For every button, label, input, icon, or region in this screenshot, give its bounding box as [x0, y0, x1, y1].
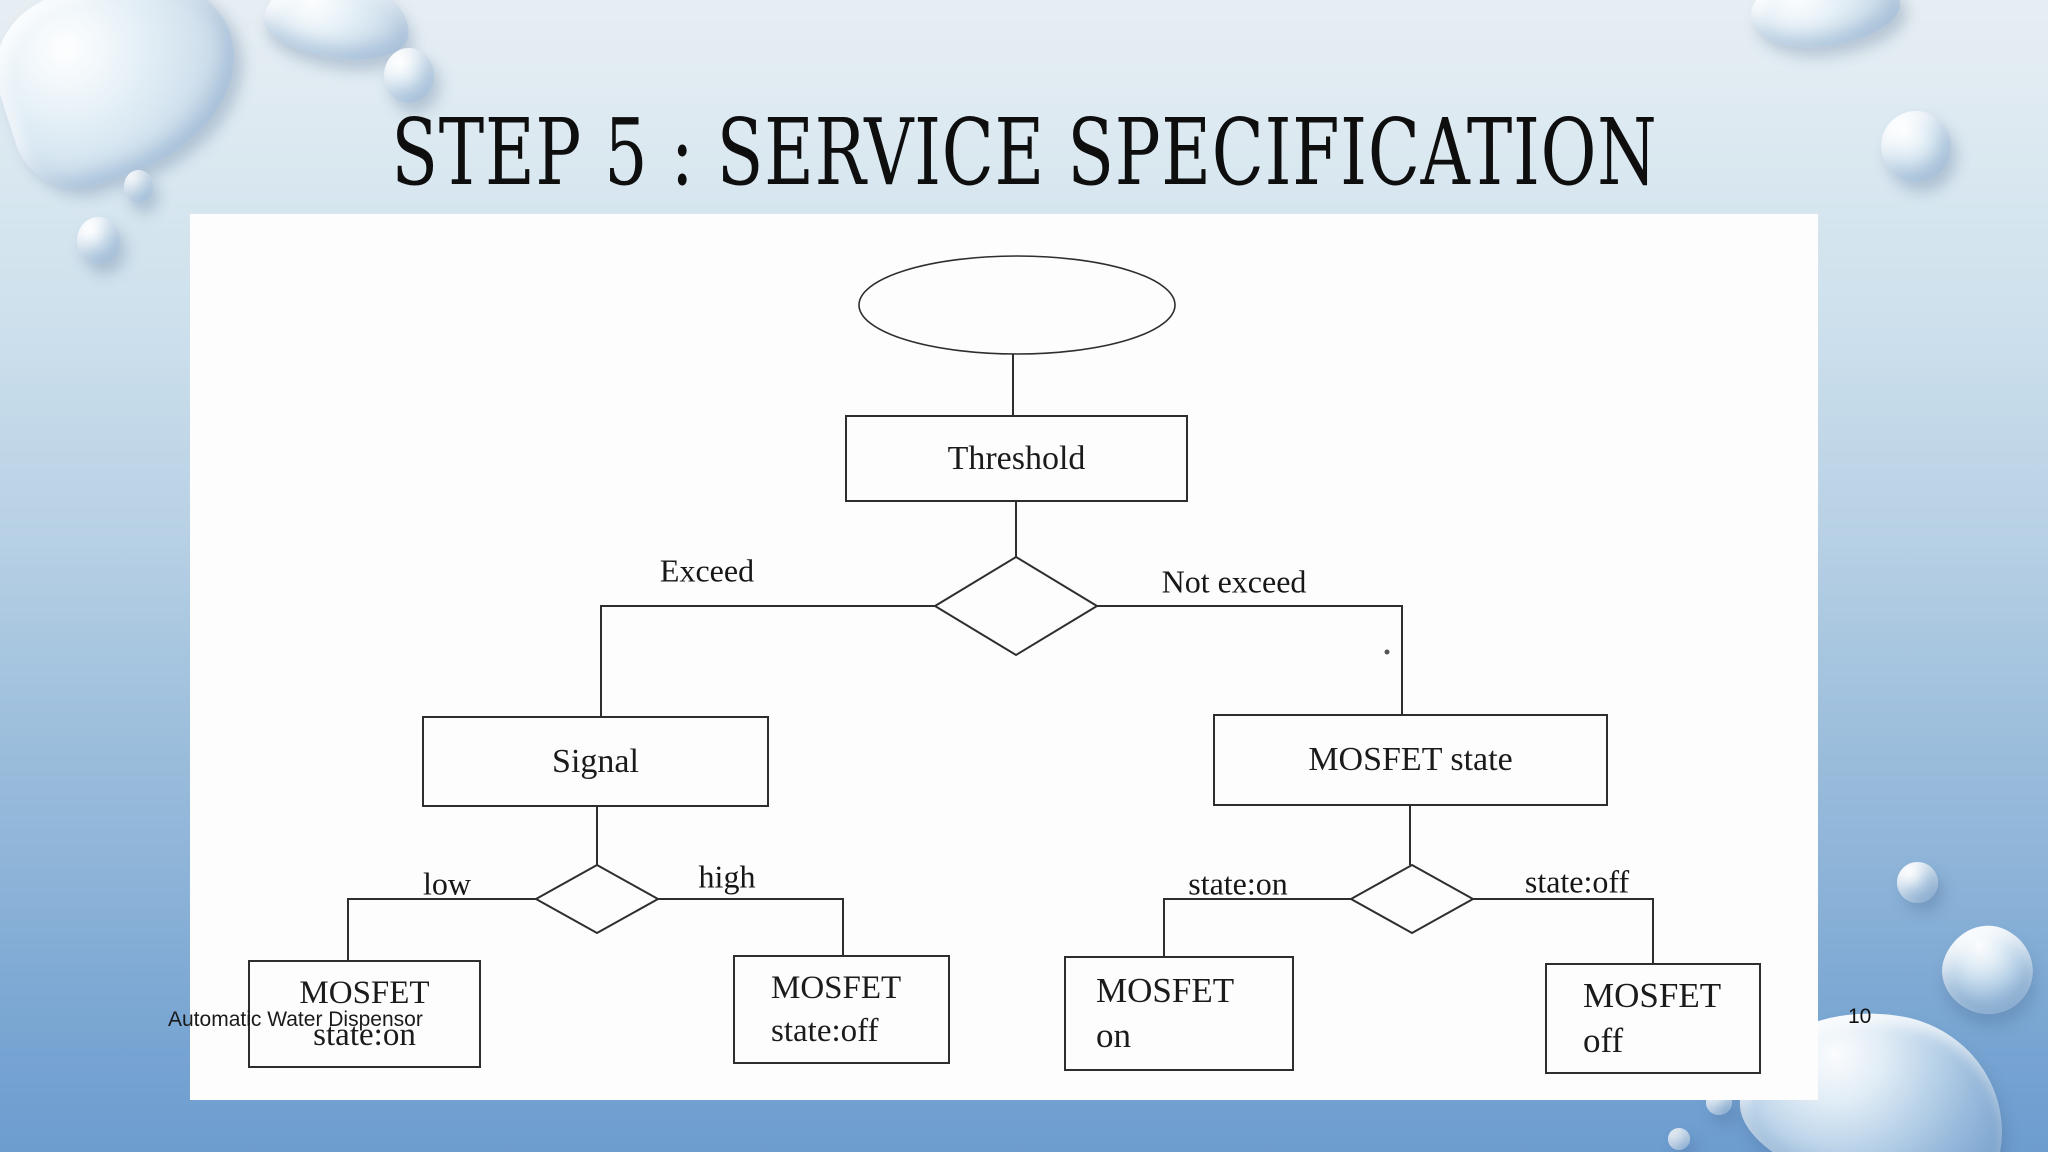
decision-diamond-mosfet-state — [1348, 863, 1476, 935]
node-threshold-label: Threshold — [947, 439, 1086, 477]
water-droplet-decoration — [1881, 111, 1951, 182]
edge-not-exceed — [1097, 605, 1403, 714]
edge-label-not-exceed: Not exceed — [1161, 563, 1307, 600]
outcome-line1: MOSFET — [299, 974, 430, 1011]
water-droplet-decoration — [124, 170, 153, 203]
node-signal: Signal — [422, 716, 769, 807]
node-signal-label: Signal — [552, 742, 639, 780]
decision-diamond-signal — [533, 863, 661, 935]
edge-low — [347, 898, 536, 960]
page-number: 10 — [1848, 1005, 1872, 1028]
edge-label-state-off: state:off — [1524, 863, 1630, 900]
title-bar: STEP 5 : SERVICE SPECIFICATION — [0, 92, 2048, 212]
edge-label-high: high — [698, 858, 756, 895]
outcome-line1: MOSFET — [771, 970, 902, 1007]
node-outcome-state-on: MOSFET on — [1064, 956, 1294, 1071]
water-droplet-decoration — [1668, 1128, 1690, 1150]
edge-state-on — [1163, 898, 1351, 956]
start-ellipse — [858, 255, 1176, 355]
slide-title: STEP 5 : SERVICE SPECIFICATION — [390, 98, 1658, 206]
node-threshold: Threshold — [845, 415, 1188, 502]
node-mosfet-state: MOSFET state — [1213, 714, 1608, 806]
node-outcome-state-off: MOSFET off — [1545, 963, 1761, 1074]
outcome-line2: on — [1096, 1015, 1131, 1055]
edge-label-low: low — [423, 865, 471, 902]
node-mosfet-state-label: MOSFET state — [1308, 741, 1513, 779]
outcome-line2: state:on — [313, 1017, 416, 1053]
edge-label-exceed: Exceed — [659, 552, 755, 589]
stray-dot-artifact — [1384, 649, 1390, 655]
decision-diamond-threshold — [933, 555, 1099, 657]
edge-exceed — [600, 605, 935, 716]
slide-footer: Automatic Water Dispensor — [168, 1008, 423, 1031]
outcome-line2: state:off — [771, 1012, 879, 1049]
water-droplet-decoration — [1897, 862, 1938, 903]
outcome-line1: MOSFET — [1096, 970, 1235, 1010]
outcome-line1: MOSFET — [1583, 975, 1722, 1015]
water-droplet-decoration — [384, 48, 434, 103]
diagram-panel — [190, 214, 1818, 1100]
node-outcome-signal-low: MOSFET state:on — [248, 960, 481, 1068]
edge-label-state-on: state:on — [1188, 865, 1288, 902]
water-droplet-decoration — [77, 217, 120, 264]
edge-state-off — [1473, 898, 1654, 963]
outcome-line2: off — [1583, 1020, 1624, 1060]
edge-high — [658, 898, 844, 955]
node-outcome-signal-high: MOSFET state:off — [733, 955, 950, 1064]
